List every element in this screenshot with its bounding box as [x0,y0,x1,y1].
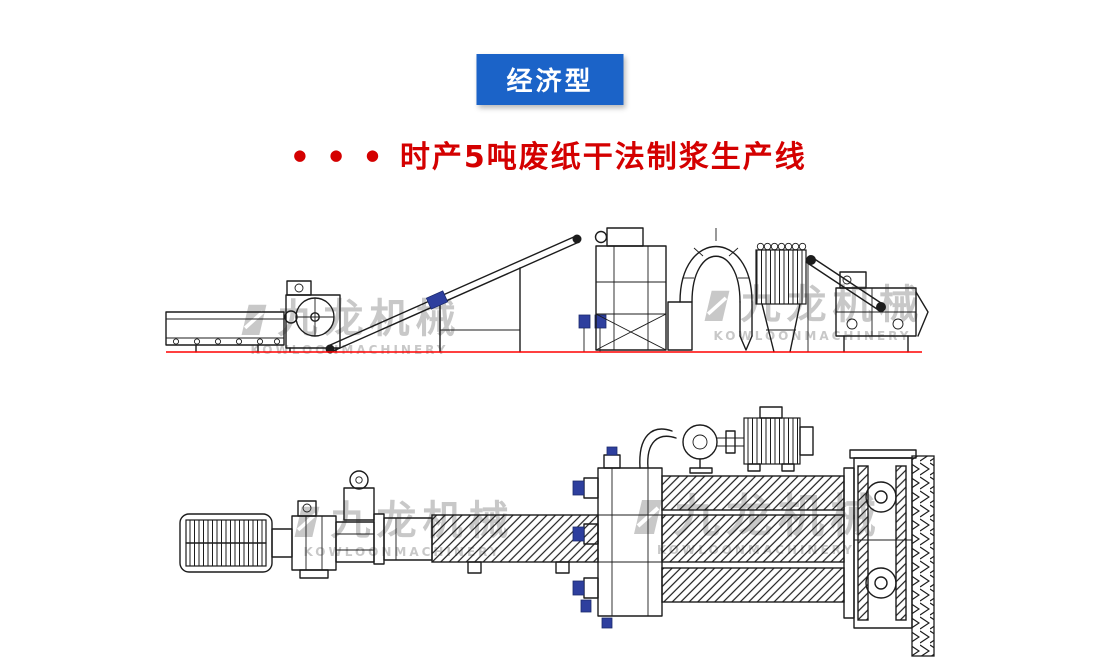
economy-type-badge: 经济型 [476,54,624,105]
support-wall [911,455,935,657]
watermark-bottom-left: 九龙机械 KOWLOONMACHINERY [290,500,515,559]
watermark-row: 九龙机械 [290,500,515,542]
kowloon-logo-icon [704,290,729,321]
kowloon-logo-icon [294,506,319,537]
watermark-english: KOWLOONMACHINERY [713,329,912,343]
watermark-row: 九龙机械 [232,298,467,340]
watermark-english: KOWLOONMACHINERY [657,543,855,558]
circulation-pump [639,424,718,474]
watermark-row: 九龙机械 [700,284,925,326]
motor [717,406,814,472]
watermark-row: 九龙机械 [626,492,886,540]
watermark-chinese: 九龙机械 [330,498,515,544]
kowloon-logo-icon [634,500,662,535]
watermark-bottom-right: 九龙机械 KOWLOONMACHINERY [626,492,886,557]
kowloon-logo-icon [241,304,266,335]
lower-drum [661,567,845,603]
page-title: ● ● ● 时产5吨废纸干法制浆生产线 [0,132,1100,176]
screw-feeder [179,513,293,573]
watermark-top-right: 九龙机械 KOWLOONMACHINERY [700,284,925,343]
watermark-english: KOWLOONMACHINERY [303,545,502,559]
watermark-chinese: 九龙机械 [674,489,882,543]
title-text: 时产5吨废纸干法制浆生产线 [399,140,807,175]
title-bullet-dots: ● ● ● [293,146,388,164]
screening-machine [594,227,667,351]
economy-type-badge-label: 经济型 [506,67,594,97]
watermark-chinese: 九龙机械 [740,282,925,328]
pulp-pumps [578,314,607,352]
watermark-chinese: 九龙机械 [277,296,462,342]
watermark-top-left: 九龙机械 KOWLOONMACHINERY [232,298,467,357]
watermark-english: KOWLOONMACHINERY [250,343,449,357]
